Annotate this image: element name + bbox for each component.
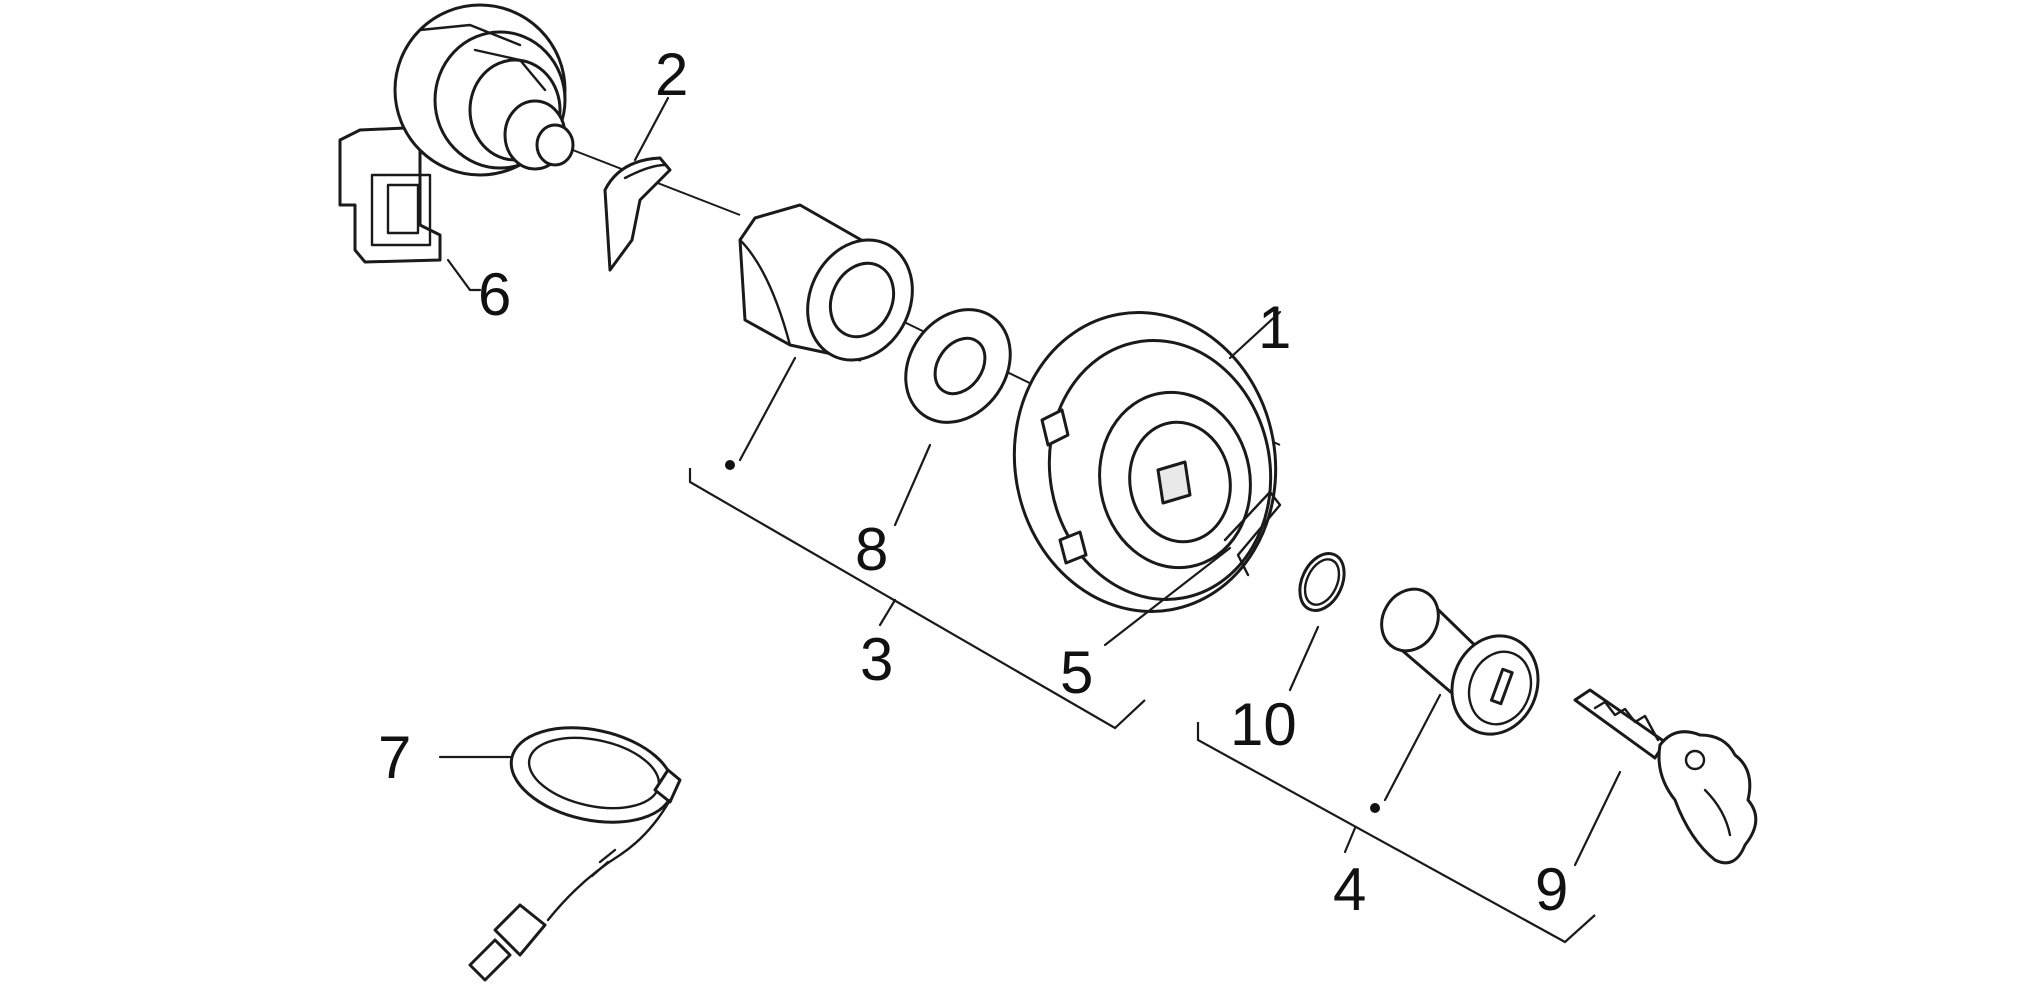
rubber-strip-part <box>603 156 672 272</box>
leader-10 <box>1288 625 1320 692</box>
leader-2 <box>633 96 670 162</box>
callout-labels: 1 2 3 4 5 6 7 8 9 10 <box>378 41 1568 923</box>
washer-part <box>904 308 1012 424</box>
leader-3-arm <box>738 356 797 462</box>
callout-5: 5 <box>1060 639 1093 706</box>
o-ring-part <box>1298 552 1346 612</box>
leader-8 <box>893 443 932 527</box>
callout-3: 3 <box>860 626 893 693</box>
key-part <box>1573 688 1758 865</box>
leader-lines <box>438 96 1622 867</box>
leader-9 <box>1573 770 1622 867</box>
leader-6 <box>446 258 482 292</box>
callout-2: 2 <box>655 41 688 108</box>
lock-cylinder-part <box>1380 587 1540 736</box>
group-bracket-3 <box>688 460 1146 730</box>
leader-5 <box>1103 546 1232 647</box>
leader-4-arm <box>1383 693 1442 802</box>
lock-housing-part <box>1012 311 1278 613</box>
spring-clip-part <box>1223 490 1282 577</box>
ignition-switch-part <box>338 3 575 264</box>
callout-7: 7 <box>378 724 411 791</box>
callout-10: 10 <box>1230 691 1297 758</box>
callout-4: 4 <box>1333 856 1366 923</box>
group-bracket-4 <box>1196 722 1596 944</box>
ignition-sleeve-part <box>738 203 914 362</box>
antenna-ring-part <box>468 726 682 982</box>
callout-9: 9 <box>1535 856 1568 923</box>
callout-8: 8 <box>855 516 888 583</box>
leader-1 <box>1228 310 1282 360</box>
callout-6: 6 <box>478 261 511 328</box>
callout-1: 1 <box>1258 294 1291 361</box>
